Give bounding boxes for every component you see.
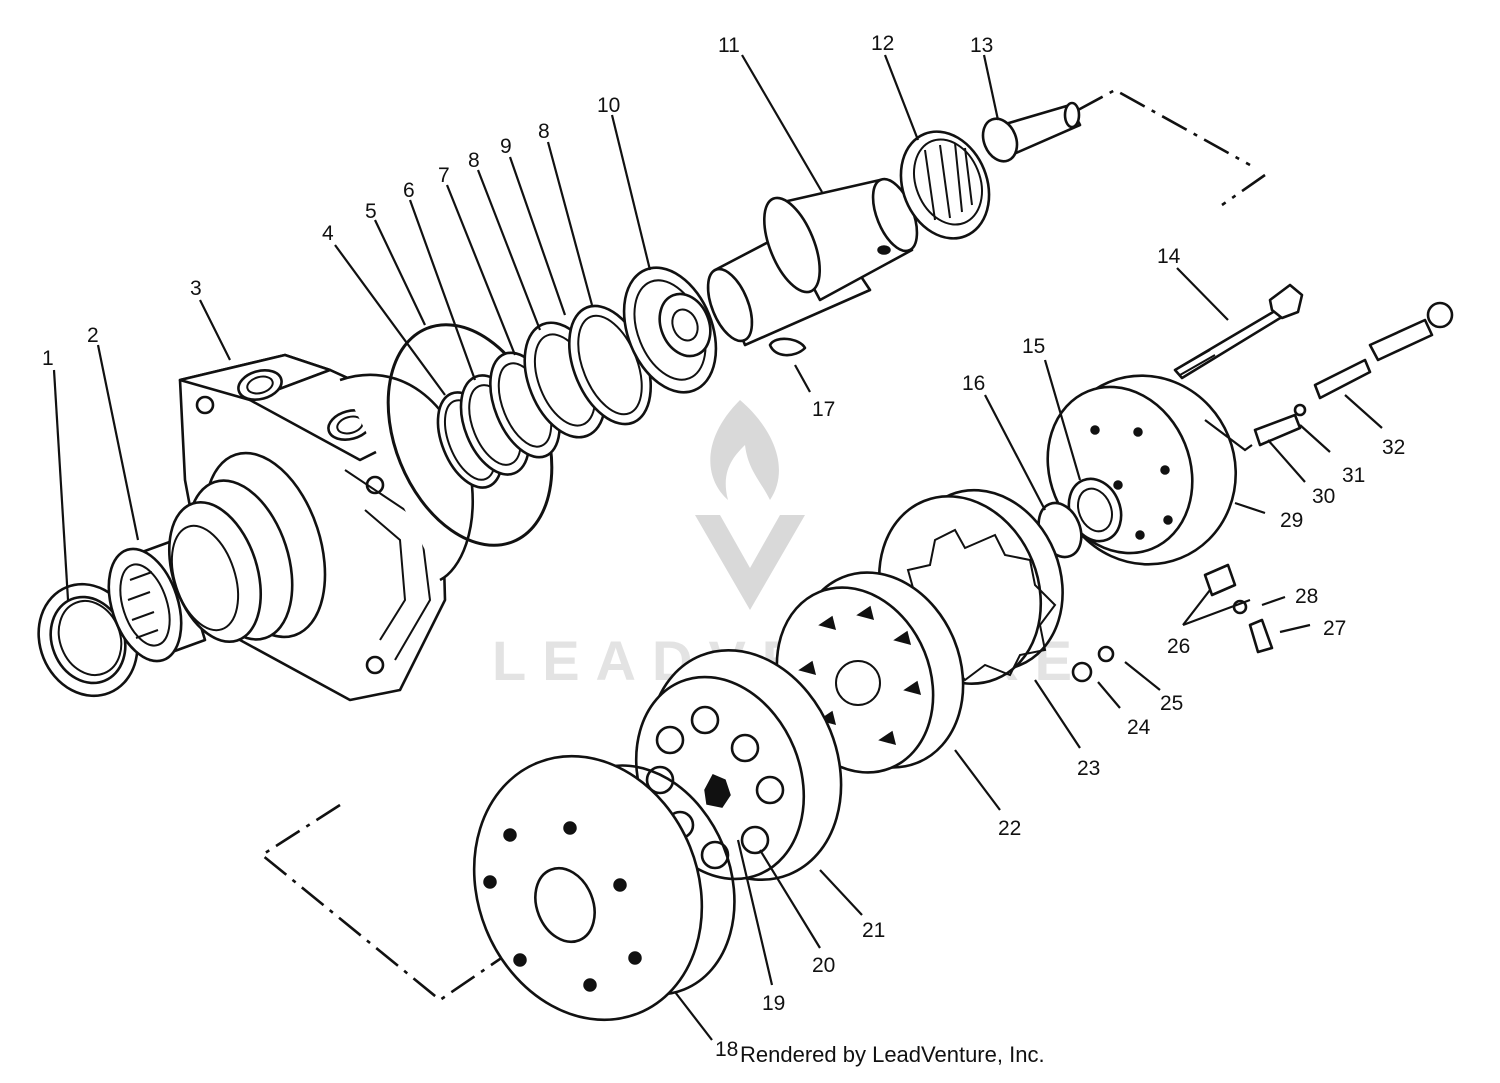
part-10-thrust-bearing <box>622 266 718 394</box>
callout-31: 31 <box>1342 464 1365 487</box>
assembly-line-bottom <box>259 803 536 1002</box>
callout-21: 21 <box>862 919 885 942</box>
callout-23: 23 <box>1077 757 1100 780</box>
part-30-32-relief-valve <box>1253 301 1454 447</box>
callout-20: 20 <box>812 954 835 977</box>
callout-24: 24 <box>1127 716 1151 739</box>
callout-26: 26 <box>1167 635 1190 658</box>
callout-8-left: 8 <box>468 149 480 172</box>
part-13-spline-shaft <box>981 101 1082 163</box>
callout-32: 32 <box>1382 436 1405 459</box>
leader-lines <box>52 54 1383 1041</box>
callout-10: 10 <box>597 94 620 117</box>
callout-17: 17 <box>812 398 835 421</box>
callout-4: 4 <box>322 222 334 245</box>
callout-2: 2 <box>87 324 99 347</box>
callout-11: 11 <box>718 34 740 57</box>
part-24-28-hardware <box>1071 563 1274 683</box>
callout-27: 27 <box>1323 617 1346 640</box>
callout-6: 6 <box>403 179 415 202</box>
callout-7: 7 <box>438 164 450 187</box>
part-12-gear <box>899 130 991 240</box>
callout-18: 18 <box>715 1038 738 1061</box>
part-8-9-washers <box>523 304 652 439</box>
credit-line: Rendered by LeadVenture, Inc. <box>740 1042 1045 1067</box>
callout-numbers: 1 2 3 4 5 6 7 8 9 8 10 11 12 13 14 15 16… <box>42 32 1405 1061</box>
callout-1: 1 <box>42 347 54 370</box>
callout-16: 16 <box>962 372 985 395</box>
callout-19: 19 <box>762 992 785 1015</box>
assembly-line-top-end <box>1221 173 1266 207</box>
part-14-bolt <box>1173 283 1304 380</box>
callout-22: 22 <box>998 817 1021 840</box>
part-3-housing <box>167 353 474 702</box>
part-17-key <box>768 337 807 357</box>
callout-5: 5 <box>365 200 377 223</box>
callout-28: 28 <box>1295 585 1318 608</box>
callout-14: 14 <box>1157 245 1181 268</box>
callout-29: 29 <box>1280 509 1303 532</box>
part-18-end-plate <box>472 754 736 1022</box>
callout-8-right: 8 <box>538 120 550 143</box>
callout-15: 15 <box>1022 335 1045 358</box>
callout-3: 3 <box>190 277 202 300</box>
callout-12: 12 <box>871 32 894 55</box>
callout-25: 25 <box>1160 692 1183 715</box>
part-11-shaft <box>706 177 919 347</box>
callout-9: 9 <box>500 135 512 158</box>
callout-30: 30 <box>1312 485 1335 508</box>
callout-13: 13 <box>970 34 993 57</box>
assembly-line-top <box>1077 88 1251 167</box>
